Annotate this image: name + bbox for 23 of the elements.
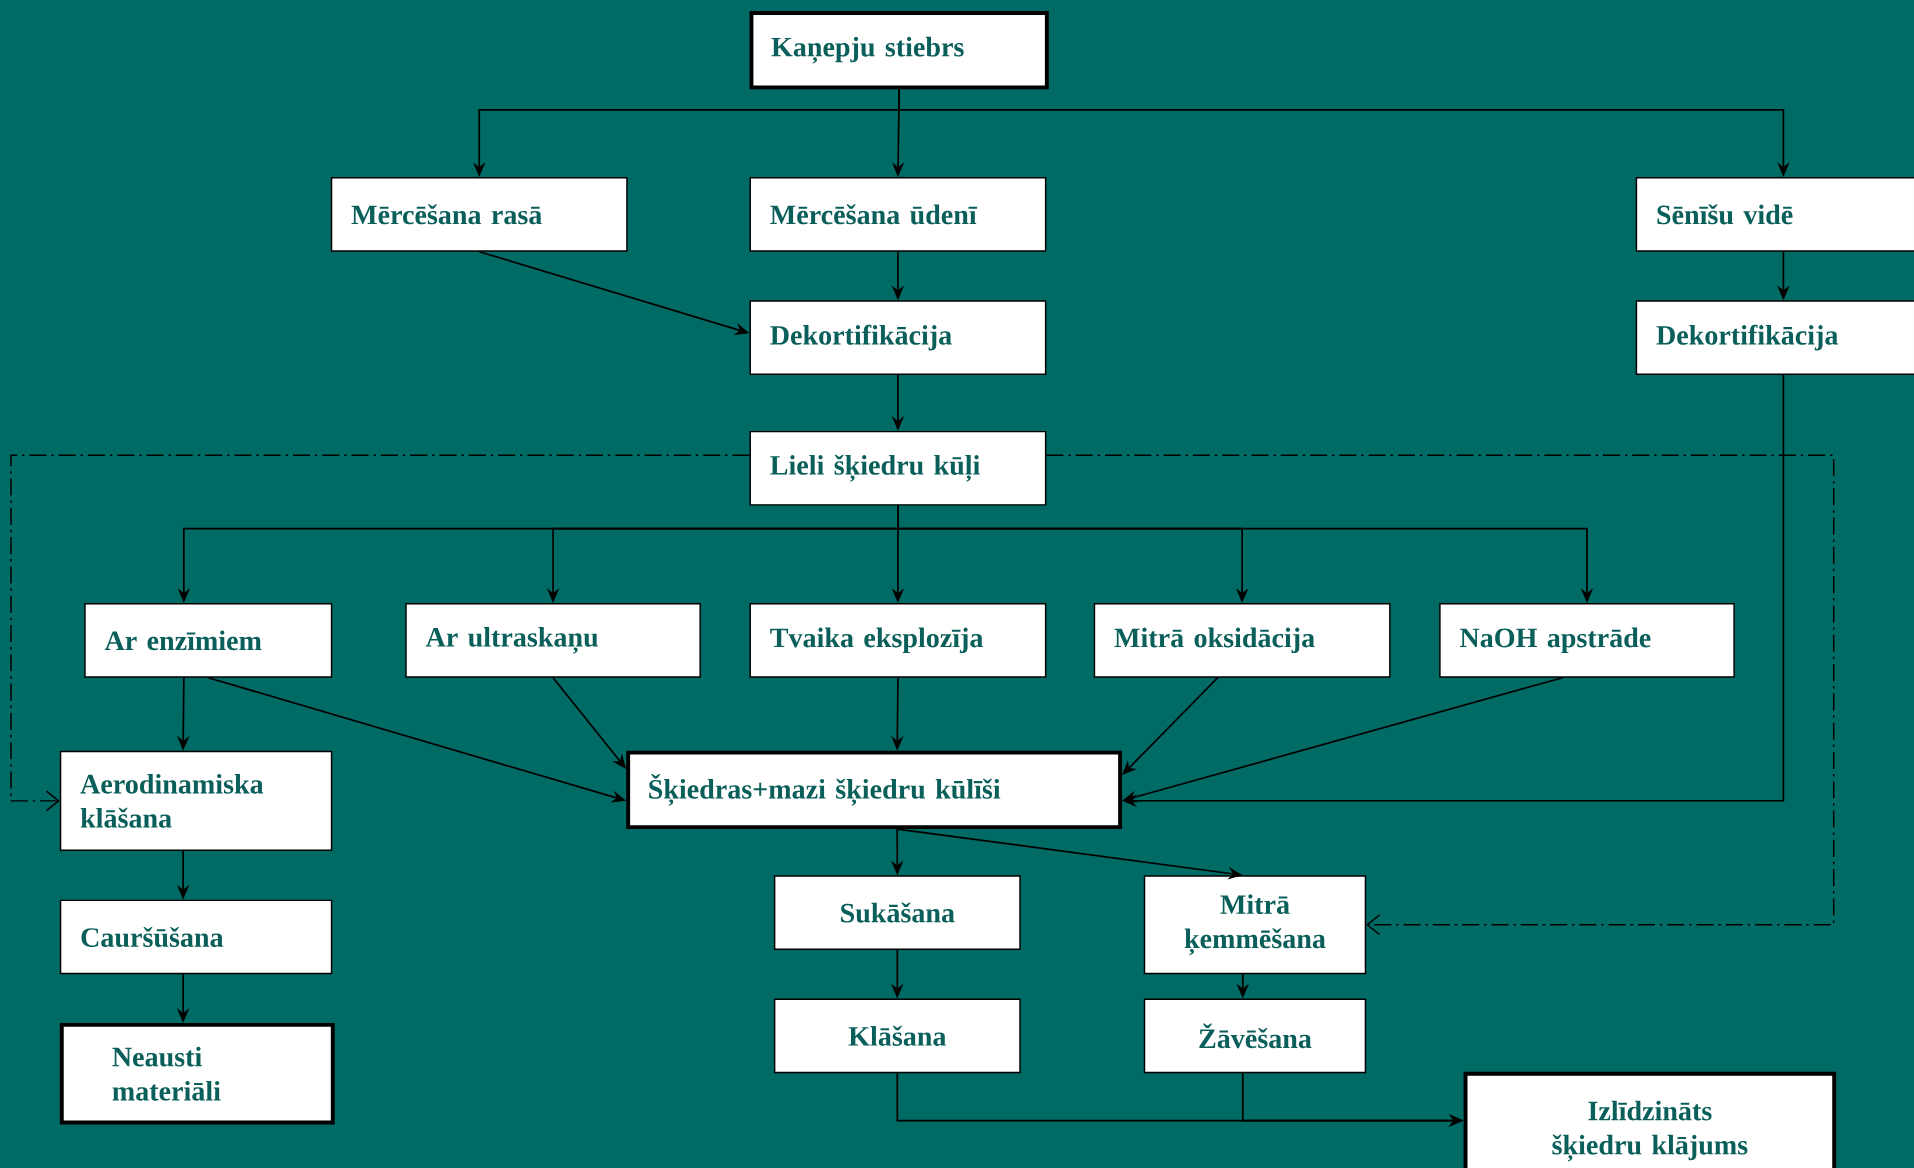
process-box: Tvaika eksplozīja — [749, 602, 1047, 678]
arrow — [1045, 454, 1835, 936]
process-box: Sukāšana — [773, 875, 1021, 950]
process-box: Kaņepju stiebrs — [749, 10, 1049, 90]
process-box: Aerodinamiska klāšana — [59, 750, 333, 851]
process-box: Ar enzīmiem — [84, 602, 333, 678]
process-box: Cauršūšana — [59, 899, 333, 975]
process-box: Lieli šķiedru kūļi — [749, 430, 1047, 506]
arrow — [10, 454, 751, 812]
process-box: Izlīdzināts šķiedru klājums — [1463, 1071, 1837, 1168]
process-box: Ar ultraskaņu — [405, 602, 701, 678]
process-box: Sēnīšu vidē — [1635, 176, 1914, 252]
process-box: Klāšana — [773, 998, 1021, 1074]
process-box: Dekortifikācija — [749, 300, 1047, 375]
process-box: Mitrā ķemmēšana — [1143, 875, 1367, 975]
process-box: Mērcēšana rasā — [330, 176, 628, 252]
process-box: Mitrā oksidācija — [1093, 602, 1391, 678]
process-box: Mērcēšana ūdenī — [749, 176, 1047, 252]
process-box: Dekortifikācija — [1635, 300, 1914, 375]
process-box: Neausti materiāli — [59, 1022, 335, 1125]
process-box: Žāvēšana — [1143, 998, 1367, 1074]
process-box: NaOH apstrāde — [1439, 602, 1735, 678]
process-box: Šķiedras+mazi šķiedru kūlīši — [626, 750, 1123, 829]
